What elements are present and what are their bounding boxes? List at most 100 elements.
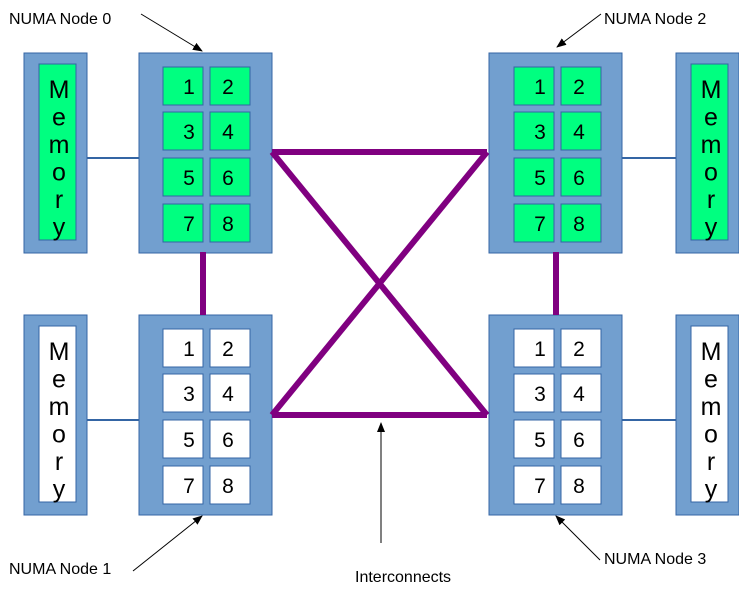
cpu-number: 4 xyxy=(573,121,585,144)
cpu-cell xyxy=(209,66,251,106)
cpu-number: 5 xyxy=(534,167,546,190)
cpu-number: 7 xyxy=(534,213,546,236)
numa-node-box xyxy=(138,52,273,254)
label-numa-node-2: NUMA Node 2 xyxy=(604,11,706,28)
memory-letter: m xyxy=(701,393,722,421)
cpu-cell xyxy=(162,157,204,197)
label-interconnects: Interconnects xyxy=(355,569,451,586)
cpu-number: 5 xyxy=(183,429,195,452)
memory-letter: r xyxy=(707,186,715,214)
label-numa-node-0: NUMA Node 0 xyxy=(9,11,111,28)
cpu-number: 3 xyxy=(183,121,195,144)
cpu-cell xyxy=(209,111,251,151)
cpu-number: 4 xyxy=(222,383,234,406)
memory-letter: r xyxy=(707,448,715,476)
cpu-number: 8 xyxy=(573,213,585,236)
cpu-number: 4 xyxy=(573,383,585,406)
label-numa-node-3: NUMA Node 3 xyxy=(604,551,706,568)
cpu-cell xyxy=(209,328,251,368)
memory-links xyxy=(87,157,676,421)
memory-letter: y xyxy=(53,476,66,504)
memory-letter: e xyxy=(704,366,718,394)
memory-letter: M xyxy=(49,338,70,366)
memory-letter: M xyxy=(701,76,722,104)
cpu-cell xyxy=(513,66,555,106)
cpu-cell xyxy=(560,373,602,413)
cpu-number: 2 xyxy=(222,338,234,361)
cpu-cell xyxy=(209,465,251,505)
cpu-number: 1 xyxy=(534,76,546,99)
memory-letter: r xyxy=(55,186,63,214)
arrow-node1 xyxy=(132,515,203,572)
interconnect-diagonal-b xyxy=(269,150,490,417)
cpu-number: 2 xyxy=(573,76,585,99)
arrow-node0 xyxy=(140,13,203,52)
cpu-number: 1 xyxy=(183,338,195,361)
memory-letter: y xyxy=(705,476,718,504)
cpu-cell xyxy=(513,419,555,459)
cpu-cell xyxy=(560,419,602,459)
cpu-number: 7 xyxy=(183,475,195,498)
memory-letter: e xyxy=(52,366,66,394)
cpu-cell xyxy=(162,373,204,413)
cpu-cell xyxy=(560,111,602,151)
cpu-number: 8 xyxy=(573,475,585,498)
memory-letter: M xyxy=(701,338,722,366)
cpu-cell xyxy=(560,157,602,197)
cpu-cell xyxy=(513,203,555,243)
memory-letter: m xyxy=(701,131,722,159)
cpu-number: 6 xyxy=(222,167,234,190)
cpu-number: 8 xyxy=(222,475,234,498)
cpu-cell xyxy=(560,66,602,106)
cpu-cell xyxy=(209,419,251,459)
cpu-number: 5 xyxy=(183,167,195,190)
cpu-cell xyxy=(162,465,204,505)
cpu-cell xyxy=(560,203,602,243)
cpu-number: 3 xyxy=(534,121,546,144)
cpu-number: 7 xyxy=(183,213,195,236)
cpu-number: 2 xyxy=(222,76,234,99)
cpu-number: 5 xyxy=(534,429,546,452)
cpu-cell xyxy=(209,373,251,413)
cpu-number: 6 xyxy=(573,167,585,190)
cpu-number: 6 xyxy=(222,429,234,452)
cpu-cell xyxy=(513,111,555,151)
cpu-number: 3 xyxy=(534,383,546,406)
memory-letter: M xyxy=(49,76,70,104)
memory-letter: e xyxy=(704,104,718,132)
memory-letter: y xyxy=(53,214,66,242)
cpu-cell xyxy=(209,157,251,197)
arrow-node2 xyxy=(556,13,602,48)
cpu-cell xyxy=(162,111,204,151)
memory-inner xyxy=(38,63,77,241)
numa-node-2: 1 2 3 4 5 6 7 8 xyxy=(488,52,623,254)
cpu-cell xyxy=(209,203,251,243)
callout-arrows xyxy=(132,13,602,572)
cpu-number: 7 xyxy=(534,475,546,498)
cpu-cell xyxy=(162,66,204,106)
cpu-number: 8 xyxy=(222,213,234,236)
cpu-cell xyxy=(162,203,204,243)
memory-letter: m xyxy=(49,131,70,159)
numa-node-box xyxy=(488,52,623,254)
memory-letter: o xyxy=(52,159,66,187)
cpu-cell xyxy=(513,373,555,413)
cpu-number: 1 xyxy=(183,76,195,99)
memory-letter: e xyxy=(52,104,66,132)
memory-inner xyxy=(690,63,729,241)
interconnect-lines xyxy=(200,149,559,418)
memory-letter: o xyxy=(704,421,718,449)
memory-letter: r xyxy=(55,448,63,476)
cpu-cell xyxy=(162,419,204,459)
memory-letter: o xyxy=(52,421,66,449)
cpu-cell xyxy=(513,465,555,505)
cpu-cell xyxy=(513,328,555,368)
